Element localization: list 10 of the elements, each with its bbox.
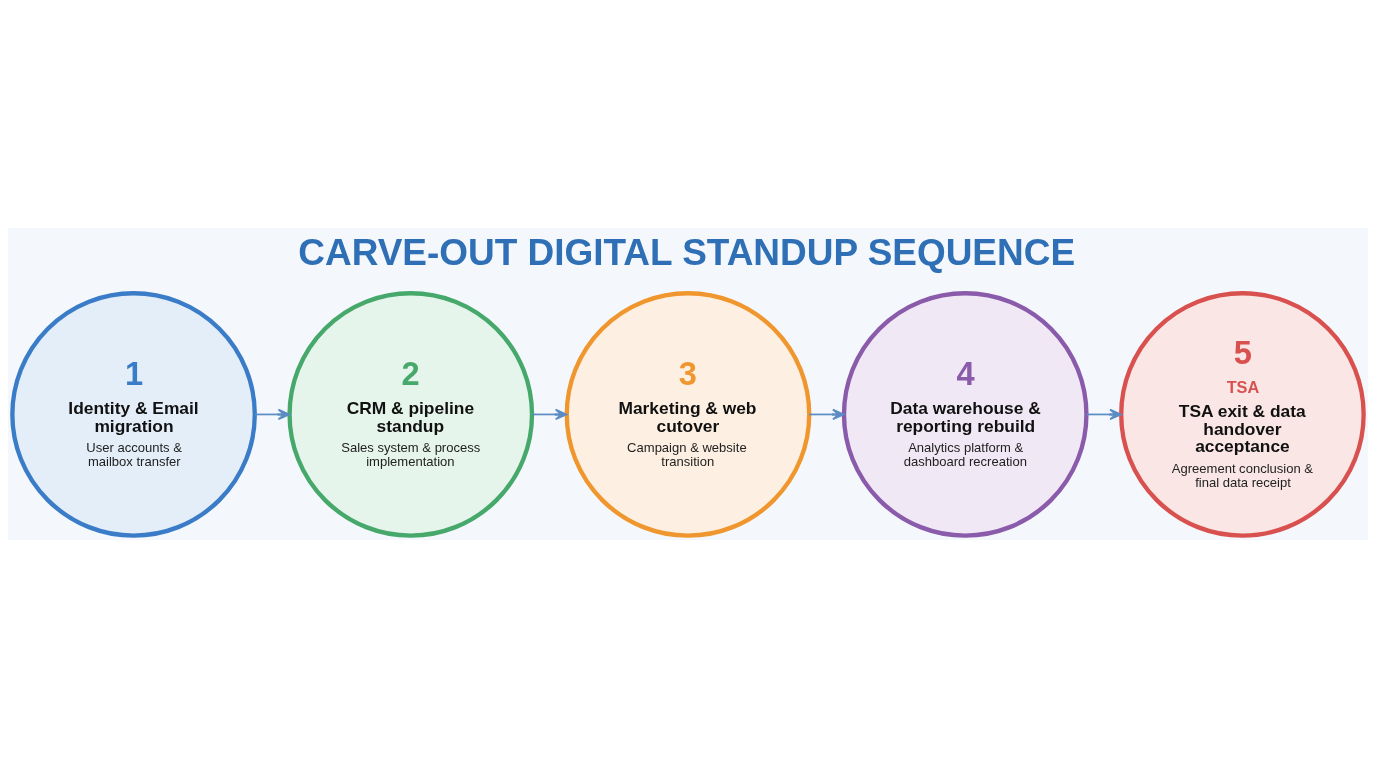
arrow — [531, 408, 568, 421]
node-circle: 2 CRM & pipeline standup Sales system & process implementation — [287, 291, 535, 538]
arrow — [254, 408, 291, 421]
node-circle: 4 Data warehouse & reporting rebuild Analytics platform & dashboard recreation — [841, 291, 1089, 538]
node-circle: 3 Marketing & web cutover Campaign & website transition — [564, 291, 812, 538]
diagram-title: CARVE-OUT DIGITAL STANDUP SEQUENCE — [298, 232, 1076, 274]
arrow — [808, 408, 845, 421]
node-circle: 1 Identity & Email migration User accounts & mailbox transfer — [10, 291, 257, 538]
node-circle: 5 TSA TSA exit & data handover acceptance Agreement conclusion & final data receipt — [1119, 291, 1366, 538]
arrow — [1085, 408, 1122, 421]
